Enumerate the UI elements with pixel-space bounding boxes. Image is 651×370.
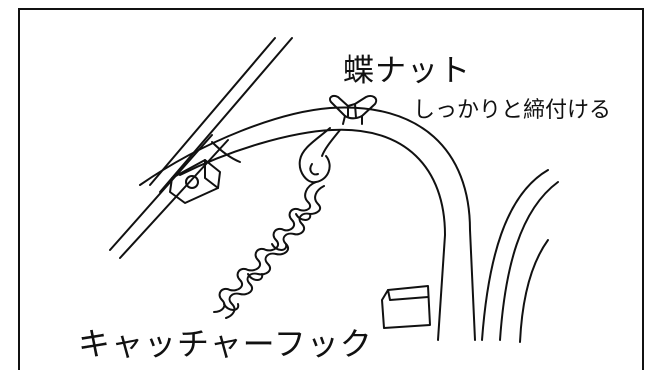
wing-nut-label: 蝶ナット xyxy=(343,53,471,89)
catcher-hook-label: キャッチャーフック xyxy=(78,325,373,363)
lower-bracket xyxy=(381,285,431,329)
catcher-hook-drawing xyxy=(298,127,341,184)
chain-drawing xyxy=(213,181,325,319)
diagonal-frame-lines xyxy=(109,37,293,259)
right-guard xyxy=(481,169,559,343)
figure-frame xyxy=(18,8,644,370)
tighten-instruction-label: しっかりと締付ける xyxy=(413,98,612,123)
handle-pipe xyxy=(139,106,476,341)
wing-nut-drawing xyxy=(328,94,378,125)
pipe-clamp xyxy=(169,159,221,204)
